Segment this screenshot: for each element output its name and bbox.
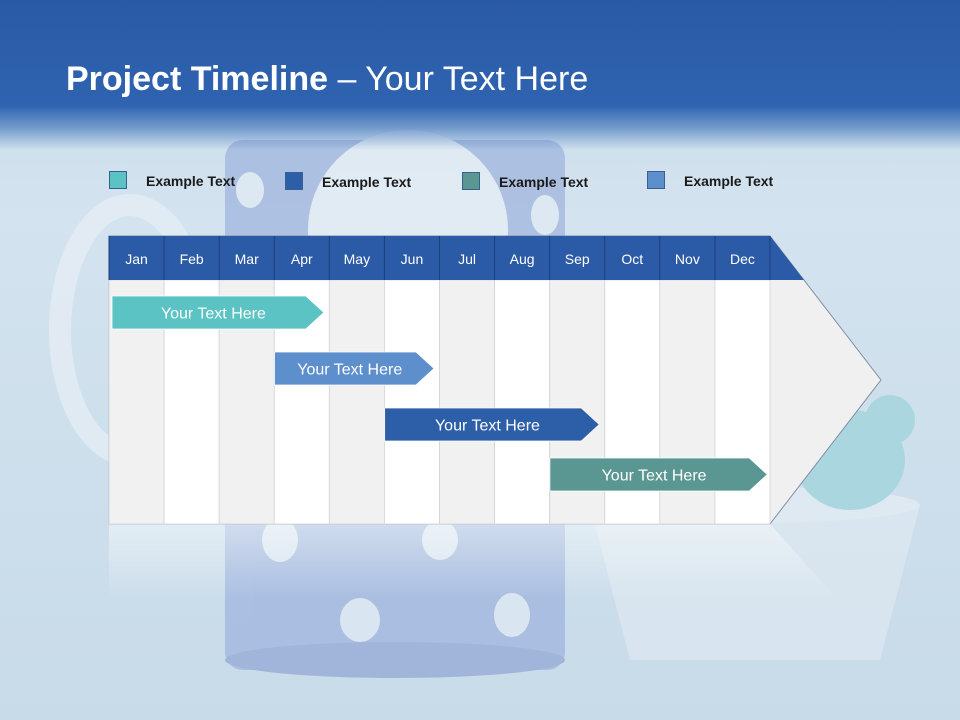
task-bar[interactable] — [549, 457, 768, 492]
task-label: Your Text Here — [435, 418, 540, 435]
title-subtitle: – Your Text Here — [328, 60, 589, 98]
task-bar[interactable] — [384, 407, 600, 442]
task-label: Your Text Here — [297, 362, 402, 379]
page-title: Project Timeline – Your Text Here — [66, 60, 588, 99]
legend-label: Example Text — [684, 173, 774, 189]
month-label: Aug — [510, 251, 535, 267]
task-label: Your Text Here — [602, 468, 707, 485]
legend-label: Example Text — [146, 173, 236, 189]
legend-swatch — [285, 172, 303, 190]
legend-swatch — [109, 171, 127, 189]
month-column — [494, 279, 551, 525]
month-column — [439, 279, 495, 525]
task-bar[interactable] — [274, 351, 435, 386]
month-label: Mar — [235, 251, 259, 267]
month-label: Nov — [675, 251, 700, 267]
timeline-reflection — [109, 524, 838, 600]
slide-header — [0, 0, 960, 150]
month-label: Oct — [621, 251, 643, 267]
month-label: Apr — [291, 251, 313, 267]
month-column — [328, 279, 385, 525]
month-column — [384, 279, 440, 525]
legend-label: Example Text — [322, 174, 412, 190]
month-label: Jun — [401, 251, 424, 267]
legend-swatch — [462, 172, 480, 190]
month-label: Jul — [458, 251, 476, 267]
legend-label: Example Text — [499, 174, 589, 190]
task-label: Your Text Here — [161, 306, 266, 323]
month-label: Jan — [125, 251, 148, 267]
month-label: May — [344, 251, 370, 267]
month-label: Feb — [180, 251, 204, 267]
legend-swatch — [647, 171, 665, 189]
title-bold: Project Timeline — [66, 60, 329, 98]
task-bar[interactable] — [111, 295, 325, 330]
month-label: Sep — [565, 251, 590, 267]
month-header-bar — [109, 236, 804, 280]
month-label: Dec — [730, 251, 755, 267]
